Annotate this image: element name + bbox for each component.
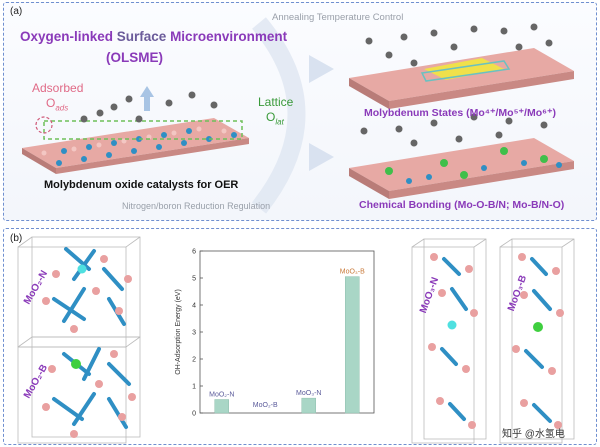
y-tick-label: 1 — [192, 384, 196, 391]
y-tick-label: 2 — [192, 357, 196, 364]
bar-label-2: MoO₂-B — [253, 402, 278, 409]
catalyst-slab-right-top — [349, 48, 574, 109]
moo2-b-molecule — [42, 347, 136, 438]
up-arrow-head-icon — [140, 86, 154, 97]
bar-1 — [214, 399, 229, 414]
y-tick-label: 6 — [192, 249, 196, 256]
catalyst-caption: Molybdenum oxide catalysts for OER — [44, 179, 239, 191]
catalyst-slab-right-bottom — [349, 138, 574, 199]
lat-subscript: lat — [275, 117, 284, 127]
panel-a-label: (a) — [10, 6, 23, 17]
ads-subscript: ads — [55, 103, 69, 113]
bar-3 — [301, 397, 316, 414]
atoms-right-bottom — [360, 113, 548, 147]
adsorbed-symbol: Oads — [46, 96, 68, 112]
oh-adsorption-chart: 0 1 2 3 4 5 6OH-Adsorption Energy (eV) MoO₂-N Mo… — [175, 249, 375, 418]
lattice-highlight-box — [43, 120, 243, 140]
unit-cell-right-1 — [411, 238, 487, 444]
lattice-label: Lattice — [258, 95, 294, 109]
catalyst-slab-left — [22, 116, 249, 174]
arrow-up-right-icon — [309, 55, 334, 83]
panel-a: (a) — [3, 2, 597, 221]
annealing-label: Annealing Temperature Control — [272, 12, 404, 23]
panel-b-structures — [17, 236, 575, 444]
y-tick-label: 4 — [192, 303, 196, 310]
chemical-bonding-label: Chemical Bonding (Mo-O-B/N; Mo-B/N-O) — [359, 199, 565, 211]
arrow-down-right-icon — [309, 143, 334, 171]
mo-states-label: Molybdenum States (Mo⁴⁺/Mo⁵⁺/Mo⁶⁺) — [364, 107, 556, 119]
panel-a-illustration — [22, 17, 574, 214]
title-part-1: Oxygen-linked — [20, 29, 117, 44]
atoms-right-top — [365, 23, 553, 67]
title-part-3: Microenvironment — [166, 29, 288, 44]
bar-label-3: MoO₃-N — [296, 390, 321, 397]
olsme-title: Oxygen-linked Surface Microenvironment — [20, 29, 287, 44]
watermark-text: 知乎 @水氢电 — [502, 429, 565, 440]
reduction-label: Nitrogen/boron Reduction Regulation — [122, 201, 271, 211]
moo3-b-molecule — [512, 253, 564, 429]
adsorbed-atoms — [80, 91, 218, 123]
moo3-n-molecule — [428, 253, 478, 429]
moo2-n-molecule — [42, 247, 132, 333]
o-symbol: O — [46, 96, 56, 110]
panel-b-label: (b) — [10, 233, 23, 244]
o-symbol-lattice: O — [266, 110, 276, 124]
unit-cell-right-2 — [499, 238, 575, 444]
transition-arc — [251, 17, 306, 214]
lattice-symbol: Olat — [266, 110, 284, 126]
y-tick-label: 5 — [192, 276, 196, 283]
bar-label-4: MoO₃-B — [340, 269, 365, 276]
adsorbed-highlight-circle — [35, 116, 53, 134]
bar-4 — [345, 276, 360, 414]
panel-b: (b) — [3, 228, 597, 445]
bar-label-1: MoO₂-N — [209, 392, 234, 399]
y-axis-label: OH-Adsorption Energy (eV) — [175, 289, 182, 375]
y-tick-label: 0 — [192, 411, 196, 418]
y-tick-label: 3 — [192, 330, 196, 337]
adsorbed-label: Adsorbed — [32, 81, 84, 95]
title-part-2: Surface — [116, 29, 167, 44]
unit-cell-left-bottom — [17, 336, 141, 444]
olsme-abbrev: (OLSME) — [106, 50, 163, 65]
